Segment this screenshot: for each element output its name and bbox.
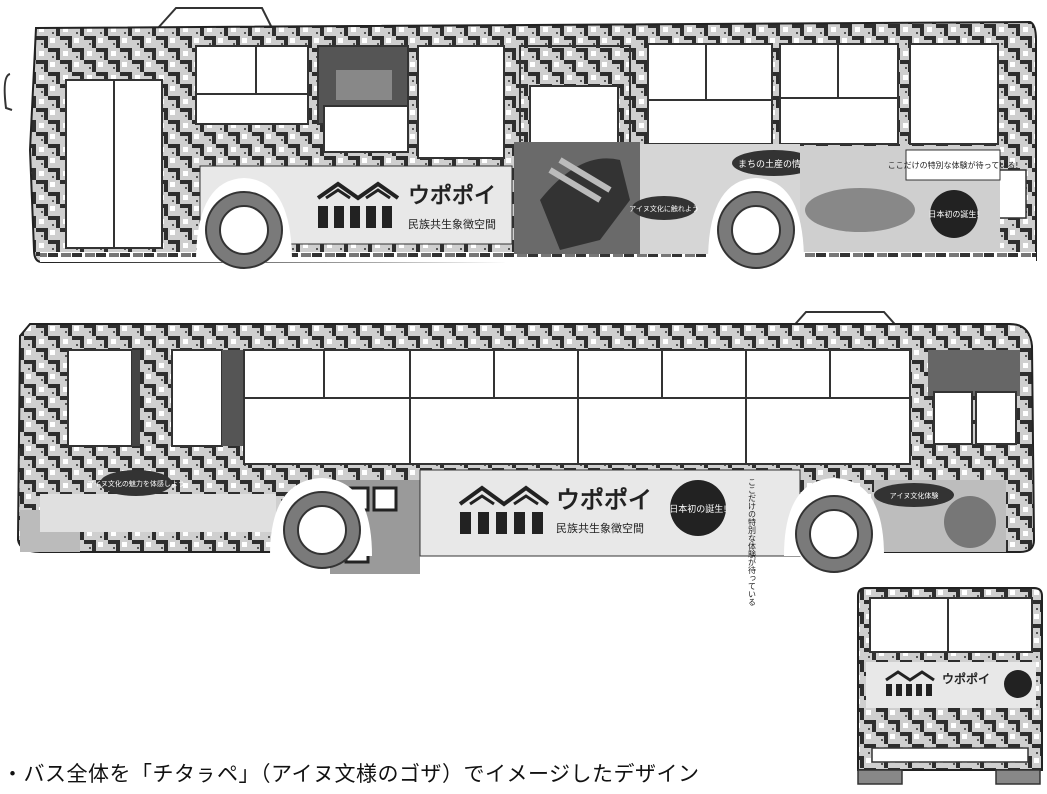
badge-text: 日本初の誕生! (669, 503, 727, 515)
mirror (3, 73, 13, 111)
sign-right: ここだけの特別な体験が待っている! (888, 160, 1019, 170)
bus-3-rear-view: ウポポイ (857, 587, 1043, 785)
brand-name: ウポポイ (408, 183, 496, 209)
rear-wheel-right (995, 769, 1041, 785)
badge (930, 190, 978, 238)
window (417, 45, 505, 159)
brand-name: ウポポイ (556, 486, 652, 514)
photo-strip (40, 494, 276, 532)
badge-text: 日本初の誕生! (928, 209, 979, 219)
skirt-band (40, 252, 1036, 262)
bus-1-left-side: ウポポイ 民族共生象徴空間 まちの土産の情報 アイヌ文化に触れよう ここだけの特… (3, 7, 1037, 269)
window (171, 349, 223, 447)
rear-window (909, 43, 999, 145)
badge (1004, 670, 1032, 698)
bus-2-right-side: アイヌ文化の魅力を体感しよう ウポポイ 民族共生象徴空間 日本初の誕生! ここだ… (16, 311, 1036, 606)
window (195, 45, 309, 125)
window (67, 349, 133, 447)
sign-right: アイヌ文化体験 (890, 491, 939, 500)
upopoy-logo (316, 181, 400, 228)
speech-bubble (732, 150, 816, 176)
speech-bubble (100, 470, 172, 496)
bumper (871, 747, 1029, 763)
brand-name: ウポポイ (942, 671, 990, 686)
brand-subtitle: 民族共生象徴空間 (556, 521, 644, 535)
speech-bubble (874, 483, 954, 507)
badge (670, 480, 726, 536)
vertical-text: ここだけの特別な体験が待っている (748, 478, 757, 606)
rear-window (869, 597, 1033, 653)
sign-left: アイヌ文化の魅力を体感しよう (87, 479, 185, 488)
window (647, 43, 773, 145)
brand-subtitle: 民族共生象徴空間 (408, 217, 496, 231)
rear-wheel-left (857, 769, 903, 785)
design-caption: ・バス全体を「チタㇻペ」（アイヌ文様のゴザ）でイメージしたデザイン (2, 762, 700, 786)
upopoy-logo (458, 485, 550, 534)
sign-center: まちの土産の情報 (738, 158, 810, 170)
roof-unit (155, 7, 274, 29)
speech-bubble (632, 196, 696, 220)
rear-window-dark (928, 350, 1020, 396)
sign-bottom: アイヌ文化に触れよう (629, 204, 699, 213)
